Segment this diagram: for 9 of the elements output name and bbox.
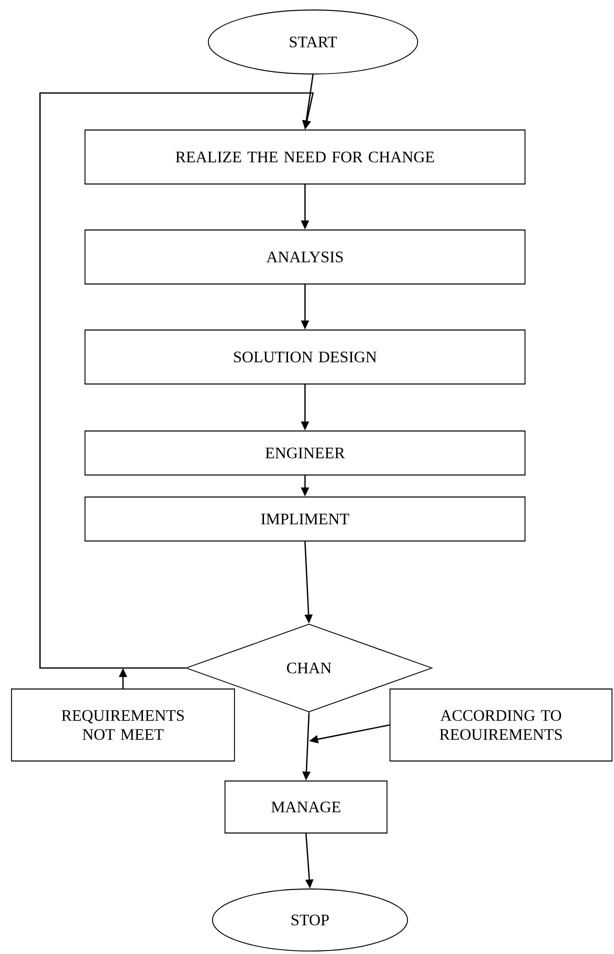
process-box: REALIZE THE NEED FOR CHANGE [84, 130, 526, 184]
process-box: SOLUTION DESIGN [84, 330, 526, 384]
process-box: IMPLIMENT [84, 496, 526, 542]
process-box: ANALYSIS [84, 230, 526, 284]
process-box: ENGINEER [84, 430, 526, 476]
process-box: MANAGE [224, 780, 388, 834]
arrow [39, 92, 314, 669]
process-box: REQUIREMENTS NOT MEET [11, 688, 235, 762]
process-box: ACCORDING TO REOUIREMENTS [390, 688, 612, 762]
